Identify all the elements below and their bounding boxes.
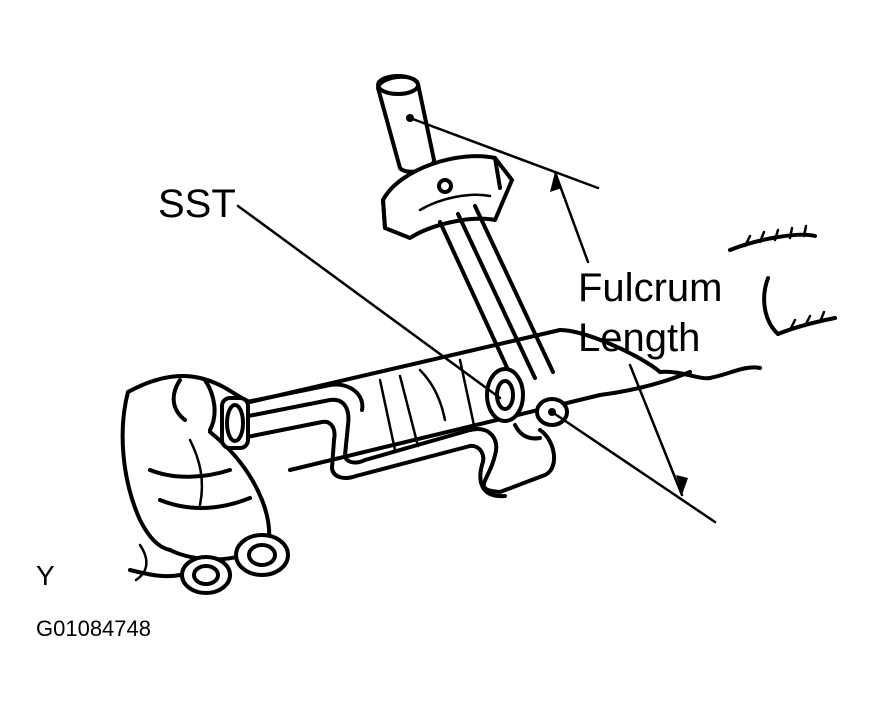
fulcrum-length-label-line2: Length xyxy=(578,316,701,360)
sst-label: SST xyxy=(158,182,236,226)
rack-housing xyxy=(120,373,272,562)
figure-id: G01084748 xyxy=(36,616,151,641)
sst-leader-line xyxy=(236,204,502,400)
fulcrum-length-dimension xyxy=(406,114,717,524)
corner-mark: Y xyxy=(36,560,55,591)
hydraulic-lines xyxy=(220,382,556,499)
fulcrum-length-label-line1: Fulcrum xyxy=(578,266,723,310)
rack-boot-right xyxy=(658,224,837,381)
mounting-bushings xyxy=(128,533,290,595)
sst-tool xyxy=(376,74,569,441)
